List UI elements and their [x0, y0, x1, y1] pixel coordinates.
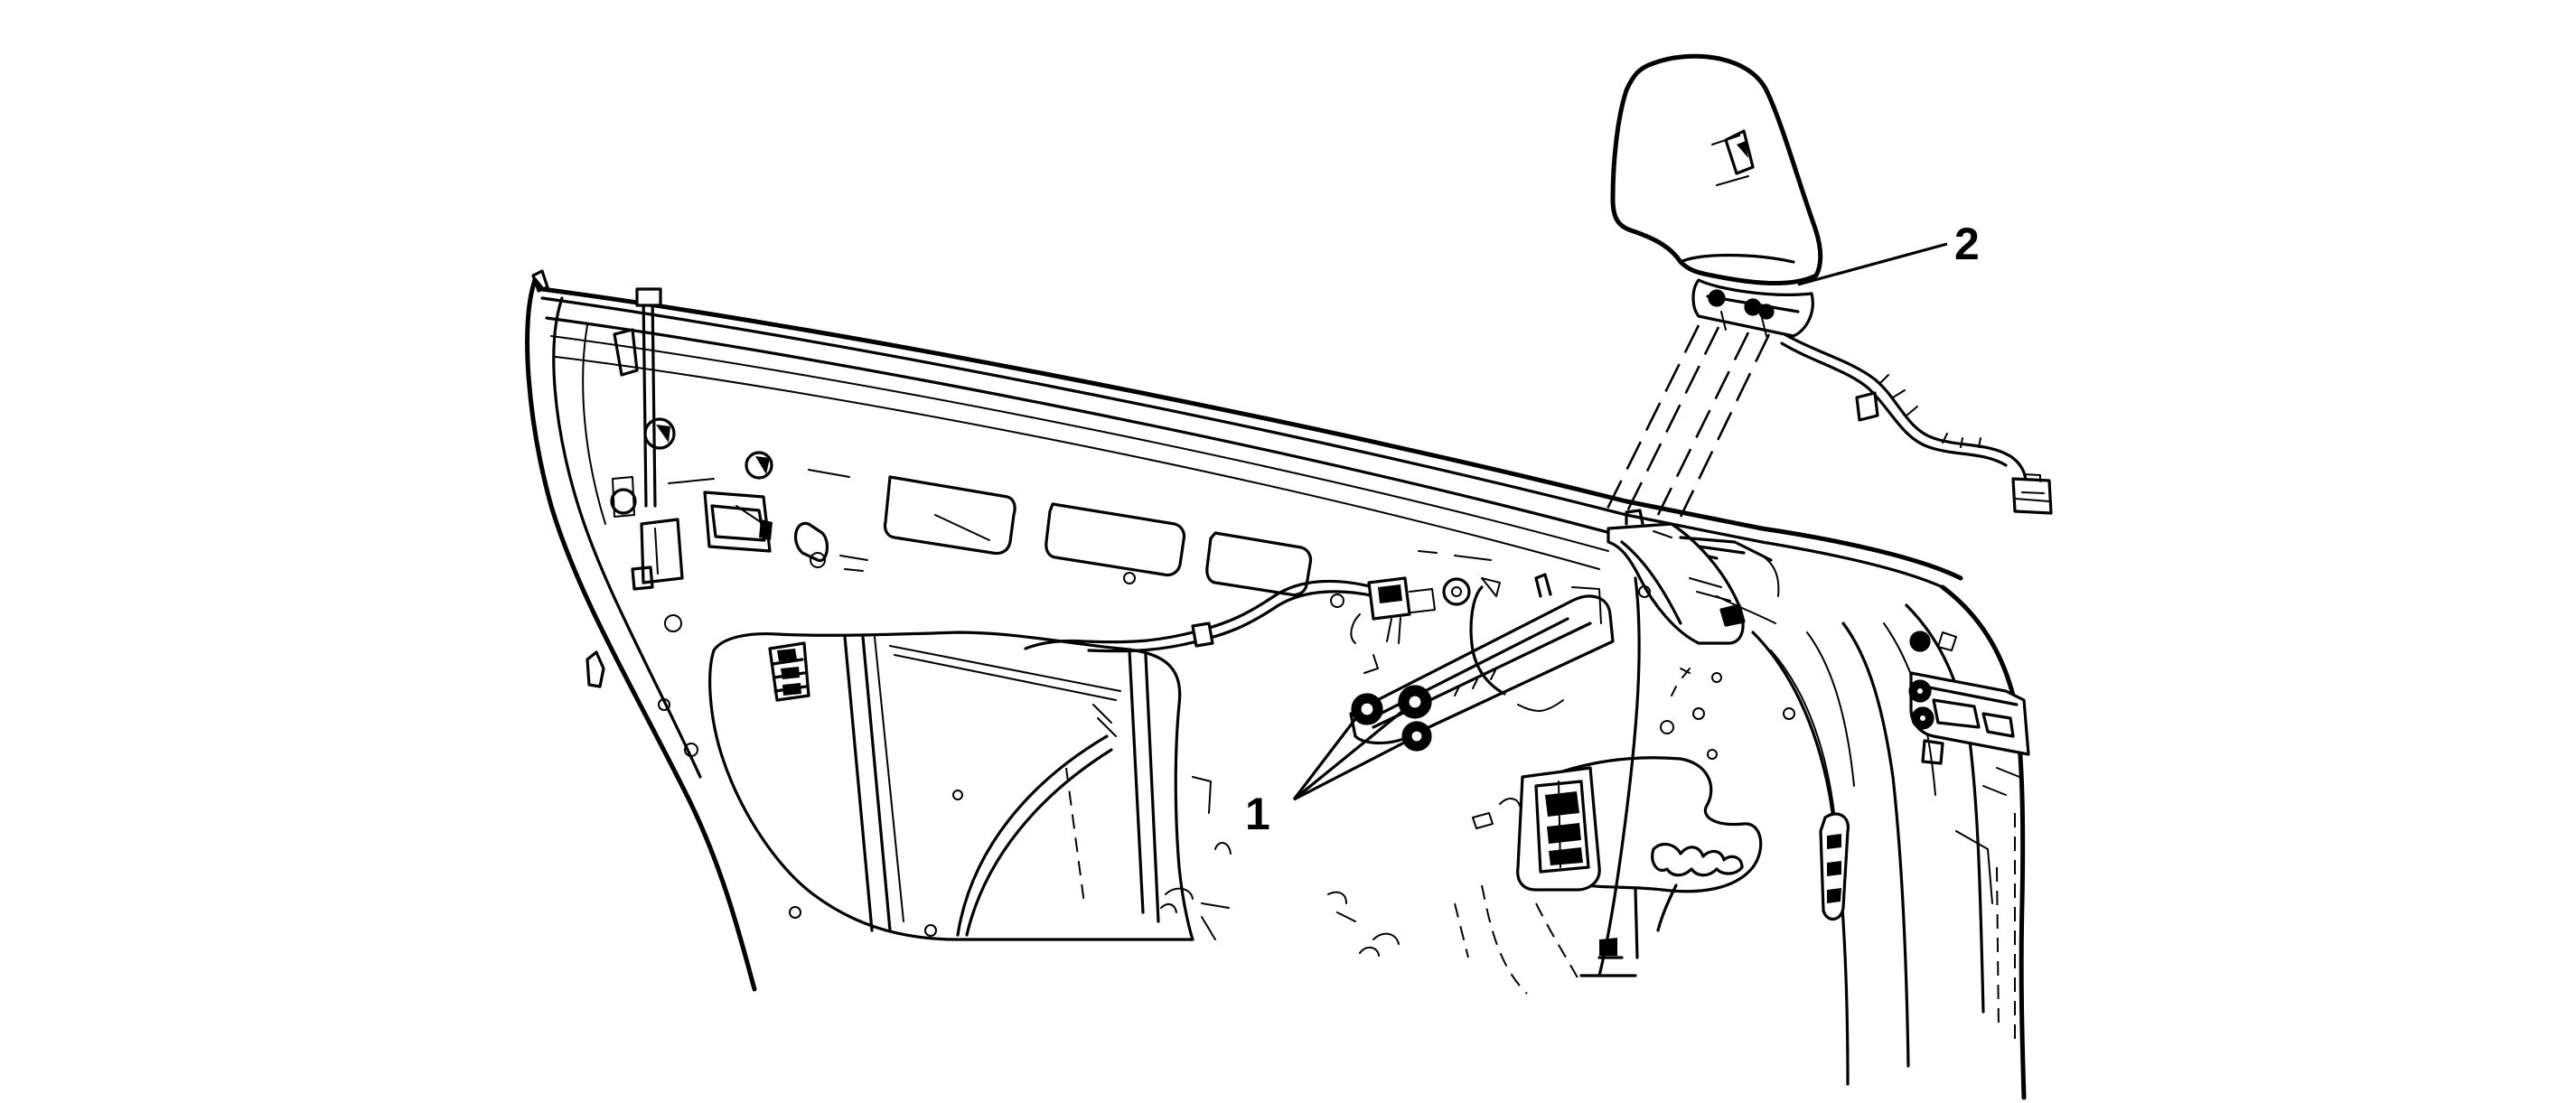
door-hinge: [1711, 631, 2030, 921]
nut-1: [1351, 693, 1383, 725]
nut-3: [1401, 721, 1432, 752]
door-panel: [525, 269, 2027, 1100]
lower-access-opening: [708, 631, 1232, 941]
door-latch-area: [585, 287, 963, 937]
callout-1: 1: [1245, 707, 1409, 839]
callout-1-leader: [1292, 715, 1360, 800]
panel-openings: [883, 475, 1501, 608]
door-module: [1327, 756, 1763, 995]
lower-wire-harness: [1024, 576, 1436, 674]
mirror-nuts: [1351, 685, 1432, 752]
nut-2: [1398, 685, 1432, 719]
callout-1-label: 1: [1245, 789, 1270, 839]
callout-2-label: 2: [1954, 219, 1980, 269]
callout-2-leader: [1797, 242, 1948, 286]
callout-2: 2: [1797, 219, 1980, 286]
outside-rearview-mirror: [1605, 53, 2053, 518]
